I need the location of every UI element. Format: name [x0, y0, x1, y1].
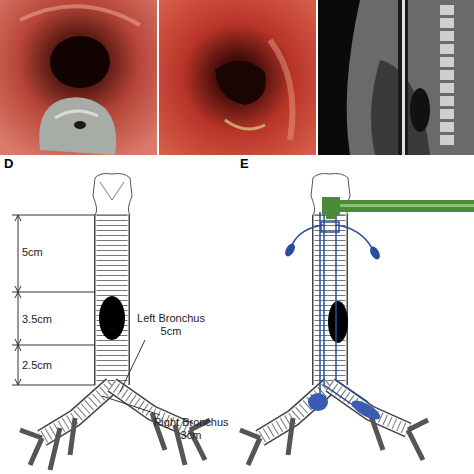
endoscopy-photo	[0, 0, 157, 155]
panel-letter: D	[4, 157, 24, 170]
device-drawing	[240, 174, 474, 466]
dimension-label: 3.5cm	[22, 313, 62, 326]
ct-scan	[318, 0, 474, 155]
bronchus-label: Left Bronchus 5cm	[132, 312, 210, 338]
dimension-label: 5cm	[22, 246, 62, 259]
bronchus-label: Right Bronchus 3cm	[150, 416, 232, 442]
panel-letter: E	[240, 157, 260, 170]
endoscopy-photo	[159, 0, 316, 155]
dimension-label: 2.5cm	[22, 359, 62, 372]
